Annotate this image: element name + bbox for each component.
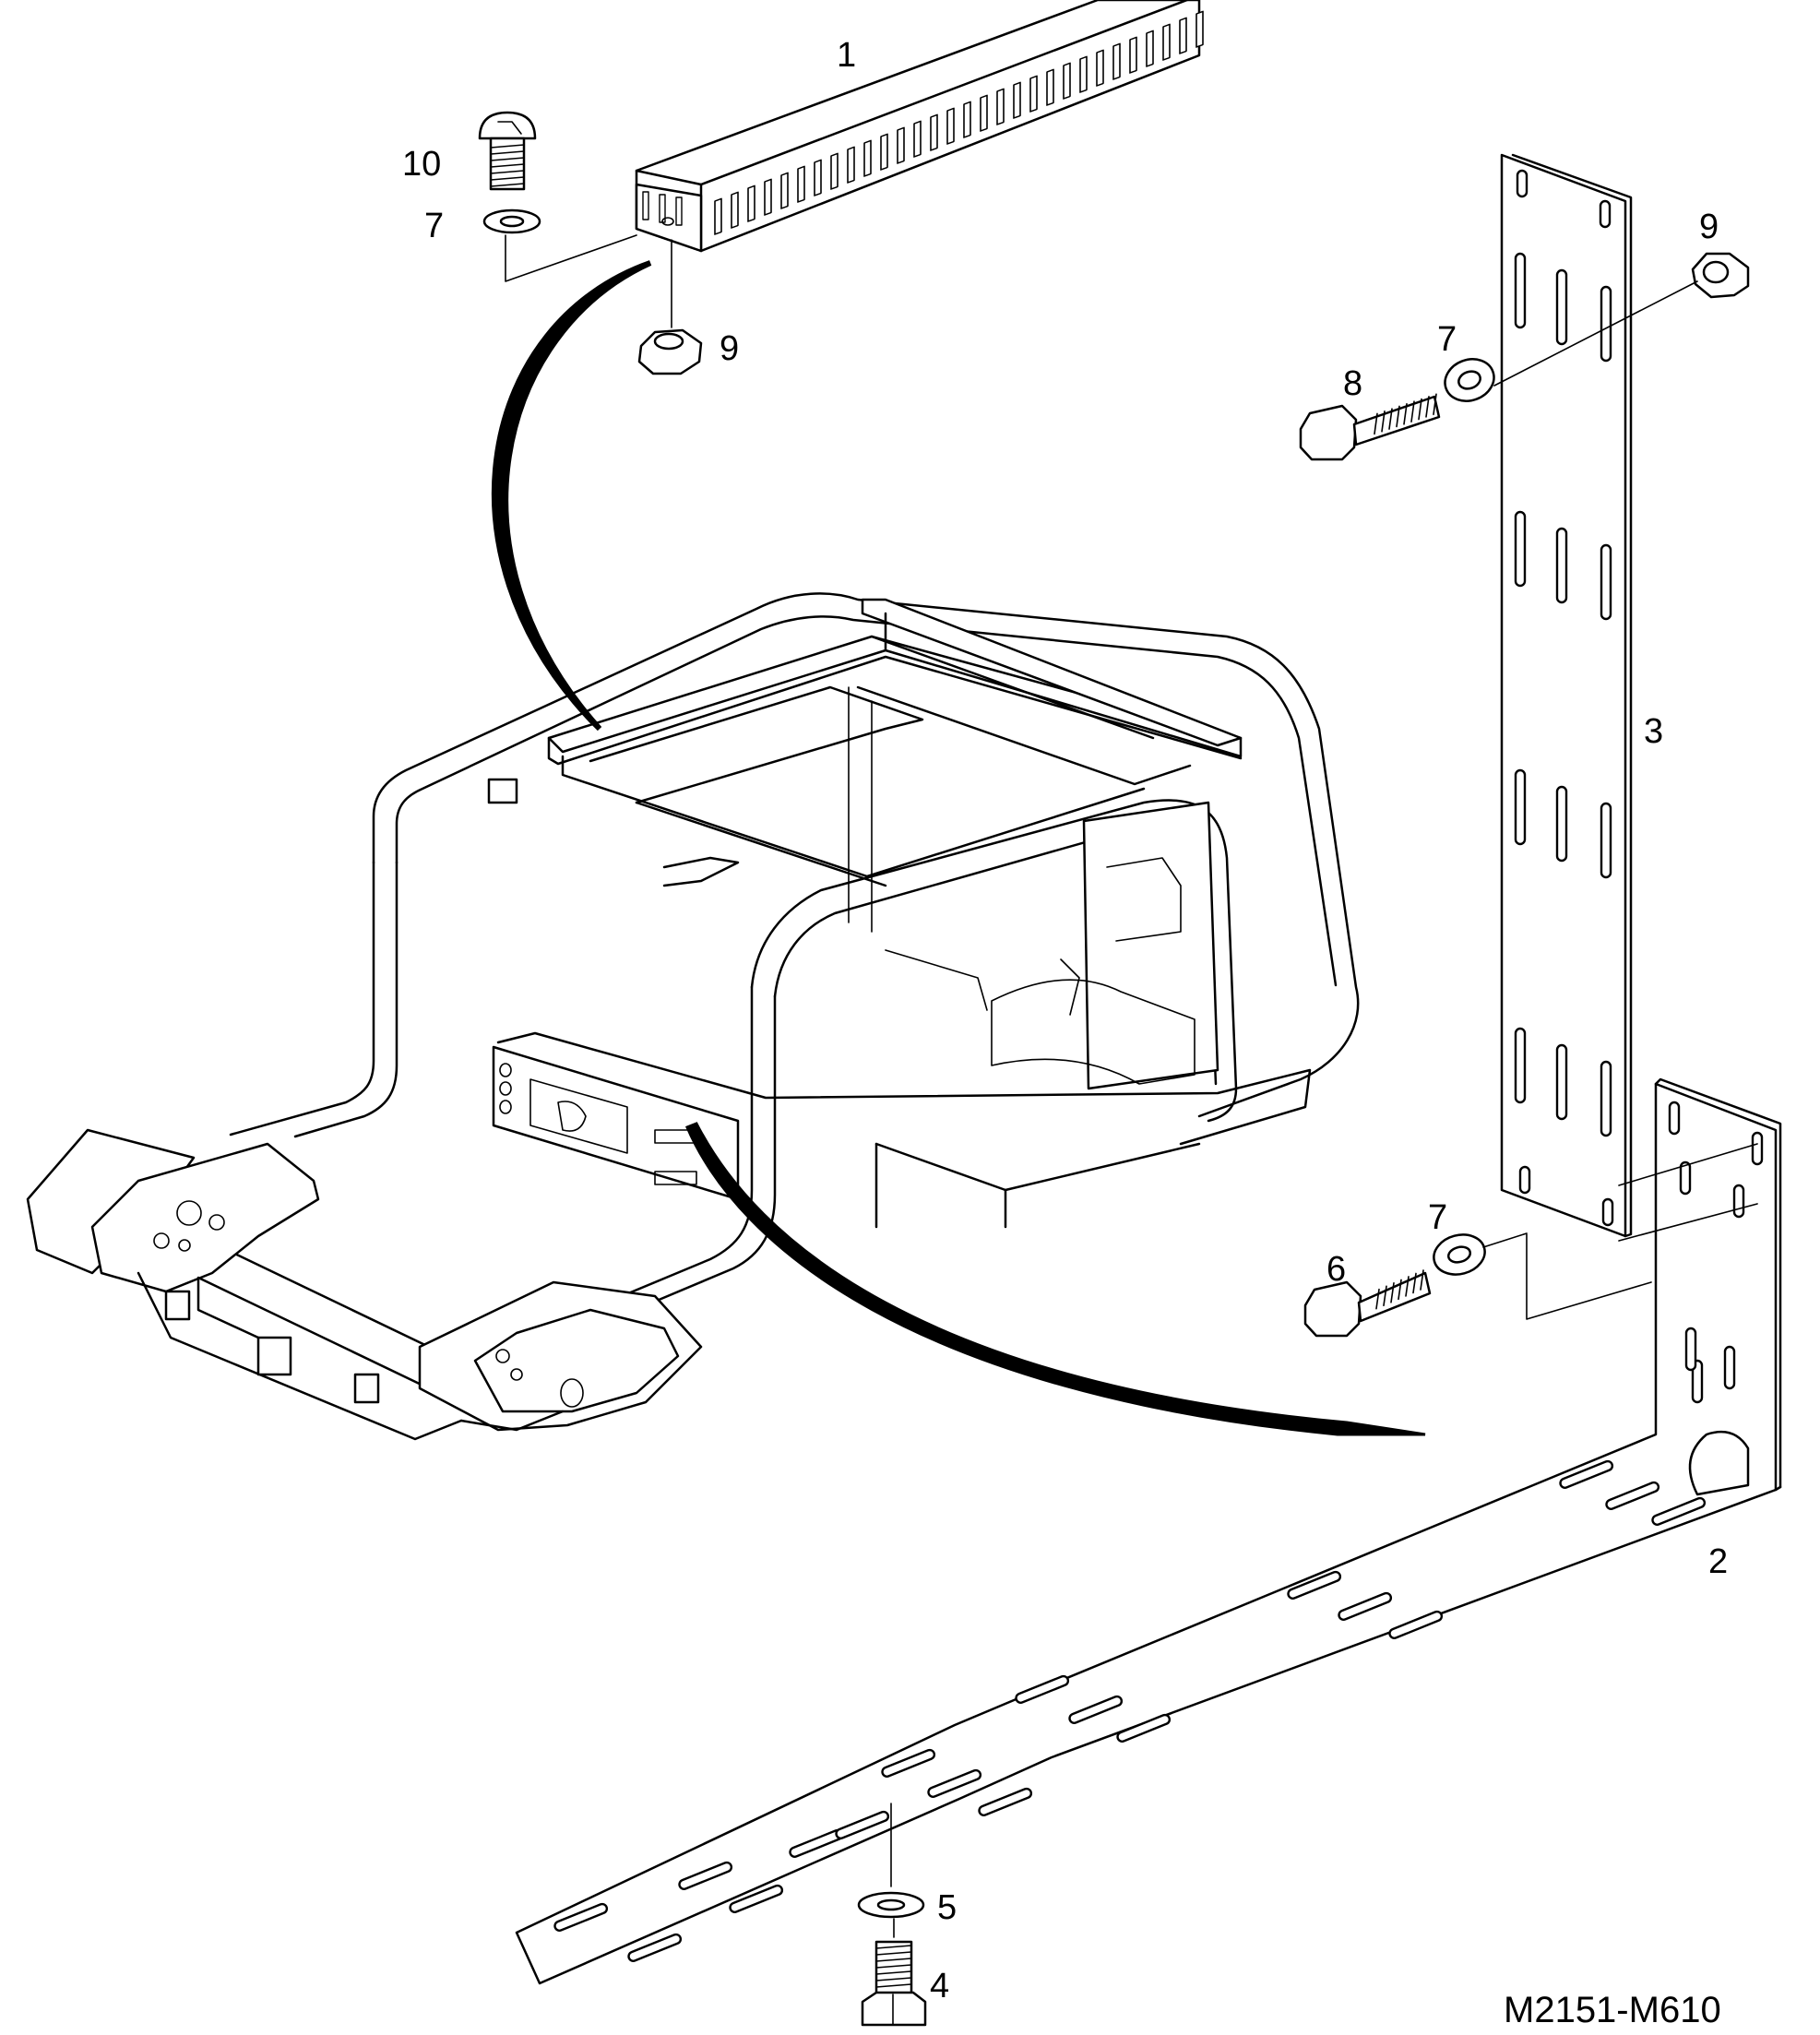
- item-10-screw: [478, 111, 537, 191]
- callout-6: 6: [1326, 1250, 1346, 1289]
- item-4-bolt: [861, 1940, 927, 2027]
- callout-7-a: 7: [424, 207, 444, 245]
- part-2-l-bracket: [515, 1077, 1782, 1985]
- callout-8: 8: [1343, 364, 1362, 403]
- assembly-leader-lines: [505, 234, 1758, 1938]
- callout-9-a: 9: [720, 329, 739, 368]
- item-9-nut-b: [1691, 252, 1750, 299]
- callout-labels: 1 10 7 9 9 7 8 3 7 6 2 5 4 M2151-M610: [402, 36, 1728, 2030]
- reference-code: M2151-M610: [1504, 1990, 1721, 2030]
- item-6-bolt: [1303, 1269, 1432, 1338]
- frame-assembly: [26, 592, 1360, 1441]
- callout-9-b: 9: [1699, 208, 1719, 246]
- item-7-washer-a: [482, 208, 541, 234]
- assembly-arrows: [492, 260, 1426, 1436]
- item-5-washer: [857, 1891, 925, 1919]
- item-9-nut-a: [637, 328, 703, 375]
- item-7-washer-c: [1433, 1233, 1486, 1276]
- callout-7-b: 7: [1437, 320, 1457, 359]
- item-8-bolt: [1299, 393, 1441, 461]
- part-1-cable-duct: [635, 0, 1204, 253]
- callout-2: 2: [1708, 1542, 1728, 1581]
- callout-10: 10: [402, 145, 441, 184]
- item-7-washer-b: [1444, 358, 1495, 402]
- part-3-vertical-plate: [1500, 153, 1633, 1238]
- callout-3: 3: [1644, 712, 1663, 751]
- callout-1: 1: [837, 36, 856, 75]
- callout-4: 4: [930, 1967, 949, 2005]
- callout-7-c: 7: [1428, 1198, 1447, 1237]
- callout-5: 5: [937, 1888, 957, 1927]
